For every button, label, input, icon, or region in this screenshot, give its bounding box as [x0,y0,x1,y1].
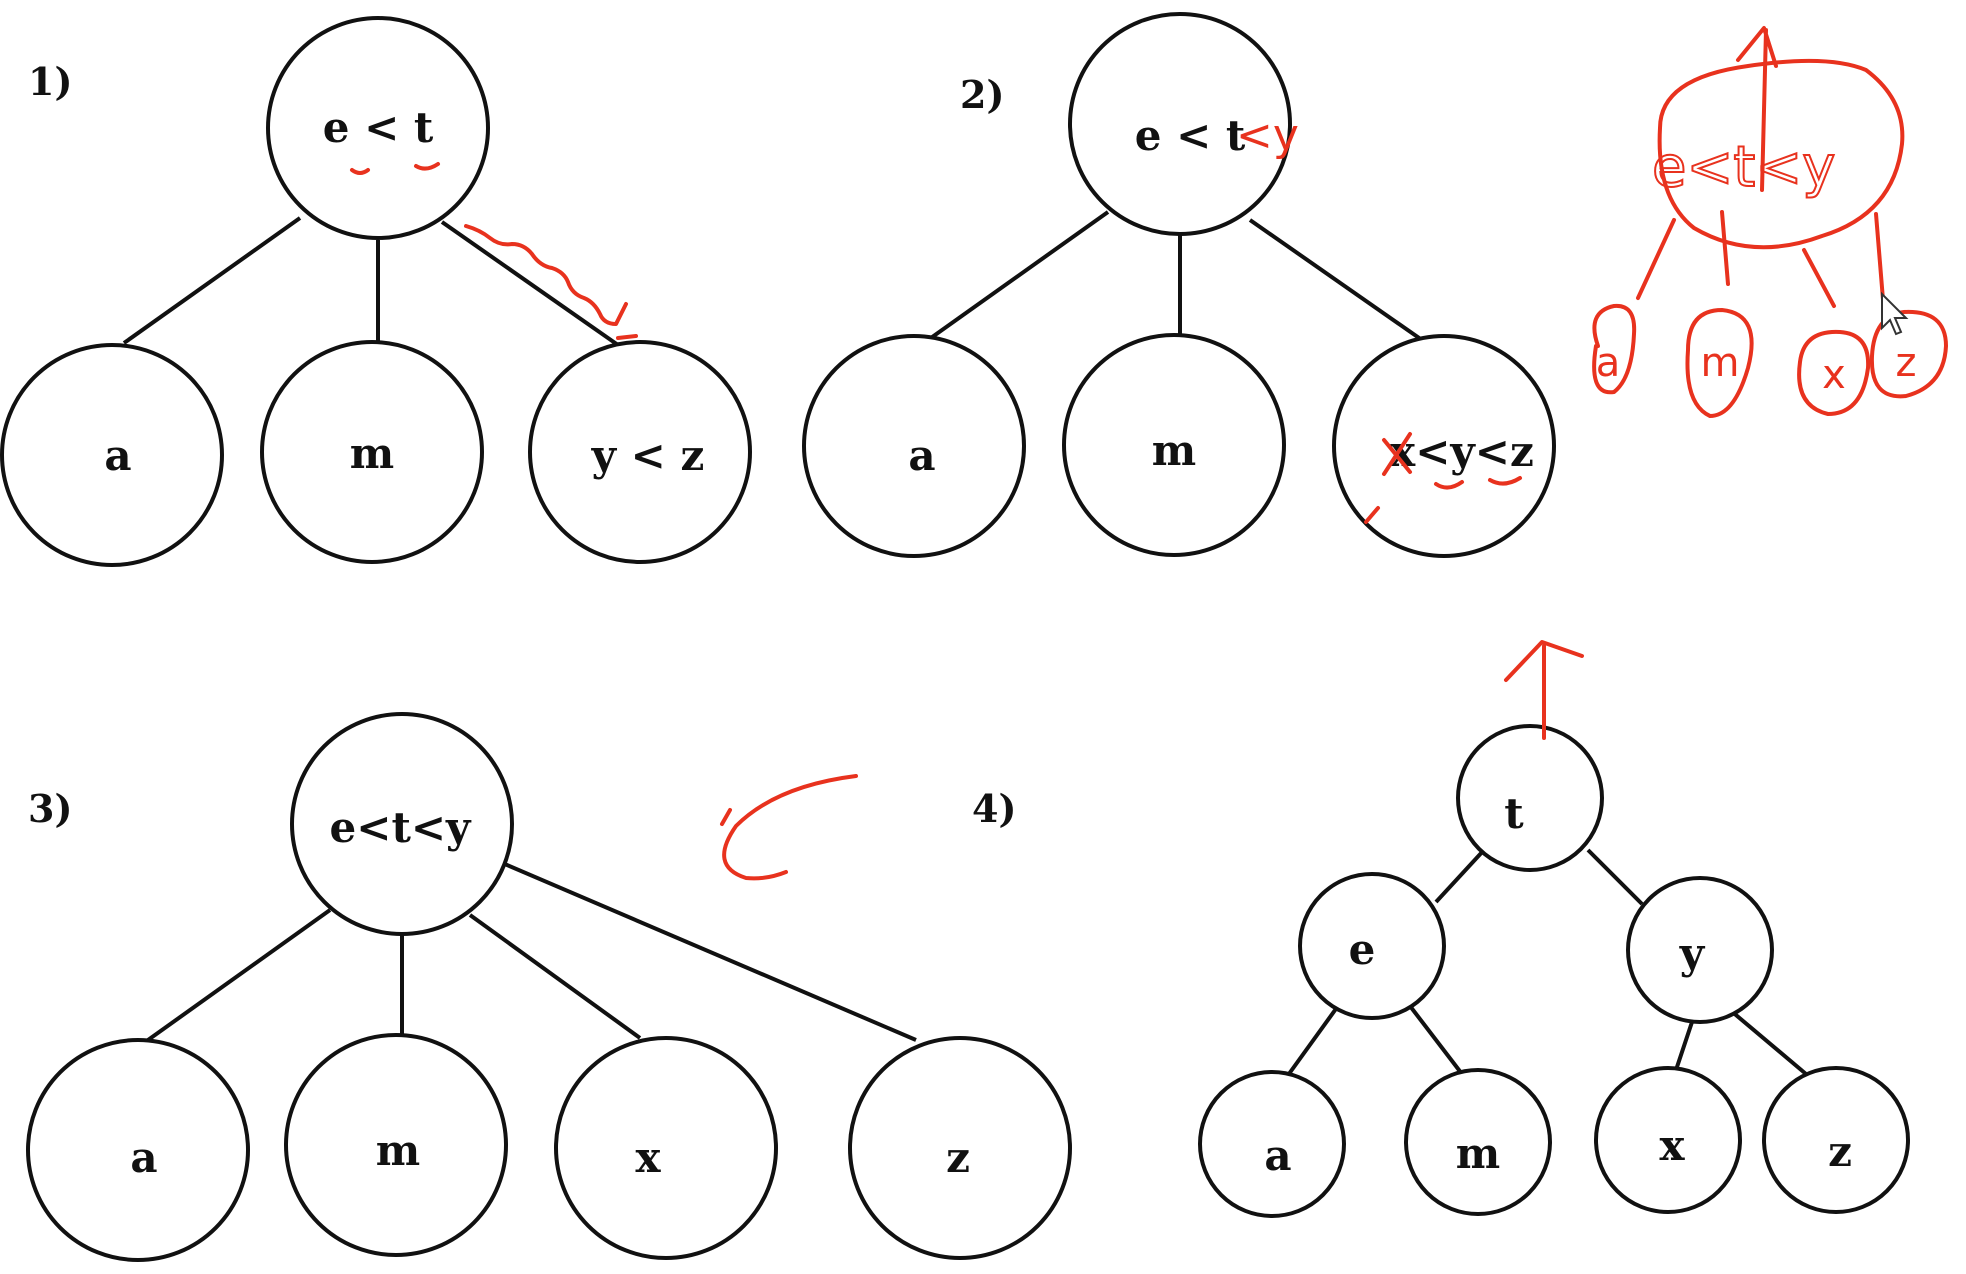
annotation-underline-y [1434,480,1464,490]
diagram-1-edge-root-a [122,216,302,345]
diagram-2-node-m-label: m [1152,426,1196,475]
diagram-4-edge-t-y [1586,848,1644,906]
annotation-sketch-leaf-m-text: m [1701,340,1740,386]
diagram-4: 4) t e y a m x [972,724,1910,1218]
diagram-3-label: 3) [28,786,72,831]
diagram-2-edge-root-a [926,210,1110,342]
diagram-1: 1) e < t a m y < z [0,16,752,567]
diagram-3-edge-root-a [146,908,332,1042]
diagram-1-node-m: m [260,340,484,564]
diagram-3-node-z-label: z [946,1133,970,1182]
diagram-2-edge-root-xyz [1248,218,1424,342]
diagram-1-node-m-label: m [350,429,394,478]
diagram-4-node-z: z [1762,1066,1910,1214]
diagram-2-node-a: a [802,334,1026,558]
diagram-4-edge-t-e [1434,848,1486,904]
diagram-4-node-e-label: e [1349,925,1376,974]
diagram-3-node-a-label: a [130,1133,157,1182]
diagram-4-edge-e-a [1284,1004,1340,1080]
annotation-underline-z [1488,476,1522,486]
annotation-sketch-edges [1636,210,1886,314]
annotation-sketch-leaf-a-text: a [1596,340,1621,386]
diagram-3-node-root: e<t<y [290,712,514,936]
diagram-4-node-m: m [1404,1068,1552,1216]
diagram-4-label: 4) [972,786,1016,831]
diagram-4-node-a-label: a [1264,1131,1291,1180]
diagram-3: 3) e<t<y a m x z [26,712,1072,1262]
diagram-2-label: 2) [960,72,1004,117]
annotation-curved-arrow [722,774,858,881]
diagram-1-node-yz-label: y < z [591,431,705,480]
annotation-sketch-root-text: e<t<y [1652,135,1835,200]
annotation-tick-mark [1364,506,1380,524]
annotation-added-text: <y [1236,110,1299,161]
diagram-2-node-xyz-label: x<y<z [1390,427,1534,476]
annotation-sketch-root-oval [1657,58,1905,250]
diagram-1-edge-root-yz [440,220,620,347]
diagram-1-node-yz: y < z [528,340,752,564]
annotation-sketch-leaf-x [1797,329,1871,416]
diagram-3-node-x-label: x [635,1133,661,1182]
annotation-sketch-tree: e<t<y a m x z [1592,26,1948,418]
diagram-4-node-x: x [1594,1066,1742,1214]
diagram-4-node-a: a [1198,1070,1346,1218]
diagram-4-node-e: e [1298,872,1446,1020]
diagram-3-edge-root-x [468,913,642,1040]
diagram-4-edge-e-m [1408,1004,1464,1076]
annotation-wavy-edge [464,224,638,340]
diagram-4-node-z-label: z [1828,1127,1852,1176]
diagram-3-node-m: m [284,1033,508,1257]
mouse-cursor-icon [1881,291,1909,336]
diagram-3-node-m-label: m [376,1126,420,1175]
diagram-1-node-a-label: a [104,431,131,480]
annotation-underline-e [350,168,370,175]
diagram-2-node-root: e < t [1068,12,1292,236]
diagram-2-node-root-label: e < t [1135,111,1246,160]
annotation-sketch-leaf-a [1592,303,1637,395]
diagram-1-node-root: e < t [266,16,490,240]
annotation-cross-x [1382,432,1412,476]
diagram-3-node-root-label: e<t<y [330,803,473,852]
diagram-4-node-t-label: t [1504,789,1524,838]
diagram-4-node-y-label: y [1679,929,1706,978]
diagram-3-node-a: a [26,1038,250,1262]
annotation-up-arrow [1504,640,1584,740]
diagram-1-node-root-label: e < t [323,103,434,152]
diagram-3-node-z: z [848,1036,1072,1260]
diagram-2: 2) e < t a m x<y<z [802,12,1556,558]
annotation-curved-arrow-head [720,808,732,826]
diagram-4-edge-y-z [1728,1008,1808,1076]
annotation-sketch-up-arrow [1736,26,1778,192]
diagram-3-edge-root-z [499,860,917,1042]
annotation-sketch-leaf-m [1685,308,1754,418]
diagram-3-node-x: x [554,1036,778,1260]
pen-annotations: <y e<t<y a m x z [350,26,1948,881]
annotation-sketch-leaf-z-text: z [1896,340,1917,386]
diagram-1-node-a: a [0,343,224,567]
diagram-4-node-m-label: m [1456,1129,1500,1178]
diagram-4-node-x-label: x [1659,1121,1685,1170]
annotation-underline-t [414,162,440,171]
annotation-sketch-leaf-x-text: x [1822,352,1846,398]
diagram-2-node-a-label: a [908,431,935,480]
diagram-4-edge-y-x [1674,1015,1696,1071]
diagram-4-node-t: t [1456,724,1604,872]
diagram-1-label: 1) [28,59,72,104]
diagram-4-node-y: y [1626,876,1774,1024]
diagram-2-node-m: m [1062,333,1286,557]
diagram-2-node-xyz: x<y<z [1332,334,1556,558]
